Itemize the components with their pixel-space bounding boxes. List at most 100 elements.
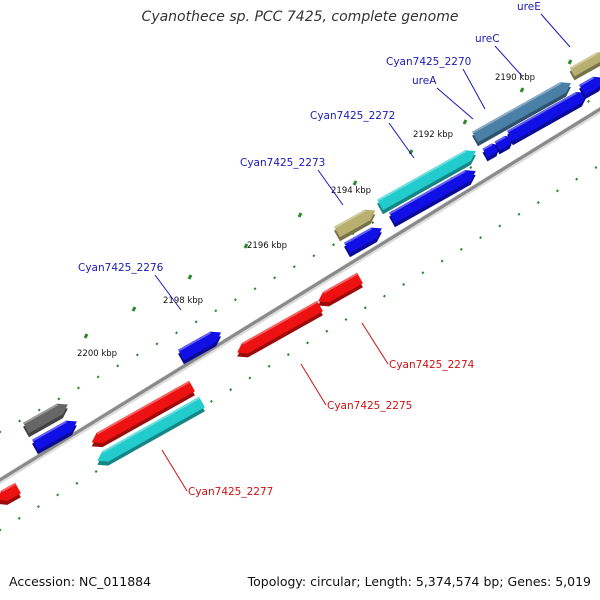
gene-Cyan7425_2272 bbox=[377, 150, 476, 215]
gene-red-left bbox=[0, 482, 21, 505]
tick-label: 2192 kbp bbox=[413, 130, 453, 140]
gene-gray-highlight bbox=[23, 403, 59, 425]
tick-mark bbox=[292, 265, 296, 269]
tick-mark bbox=[36, 505, 40, 509]
gene-ureA-highlight bbox=[482, 143, 493, 151]
tick-mark bbox=[248, 376, 252, 380]
gene-label: Cyan7425_2277 bbox=[188, 486, 273, 498]
gene-Cyan7425_2270-highlight bbox=[507, 92, 577, 133]
gene-extra-blue-top bbox=[579, 76, 600, 96]
gene-Cyan7425_2277 bbox=[97, 396, 205, 466]
leader-line bbox=[462, 68, 486, 110]
tick-mark bbox=[18, 419, 22, 423]
tick-mark bbox=[469, 166, 473, 170]
tick-mark bbox=[116, 364, 120, 368]
tick-mark bbox=[498, 224, 502, 228]
tick-mark bbox=[587, 99, 591, 103]
major-tick bbox=[297, 212, 303, 218]
tick-mark bbox=[75, 481, 79, 485]
tick-mark bbox=[56, 493, 60, 497]
tick-mark bbox=[479, 236, 483, 240]
tick-mark bbox=[459, 247, 463, 251]
tick-mark bbox=[575, 177, 579, 181]
tick-mark bbox=[214, 309, 218, 313]
accession-label: Accession: NC_011884 bbox=[9, 574, 152, 589]
gene-Cyan7425_2275-highlight bbox=[242, 300, 319, 345]
tick-mark bbox=[57, 397, 61, 401]
gene-Cyan7425_2274-top bbox=[318, 272, 363, 303]
tick-mark bbox=[0, 528, 2, 532]
tick-mark bbox=[194, 320, 198, 324]
gene-Cyan7425_2277-top bbox=[97, 396, 205, 462]
tick-mark bbox=[76, 386, 80, 390]
tick-label: 2194 kbp bbox=[331, 186, 371, 196]
tick-mark bbox=[175, 331, 179, 335]
tick-label: 2196 kbp bbox=[247, 241, 287, 251]
major-tick bbox=[462, 119, 468, 125]
leader-line bbox=[540, 13, 571, 48]
gene-small-blue-highlight bbox=[494, 135, 506, 144]
gene-extra-blue bbox=[579, 76, 600, 100]
leader-line bbox=[494, 45, 523, 77]
gene-Cyan7425_2273 bbox=[334, 209, 376, 242]
tick-mark bbox=[363, 306, 367, 310]
tick-mark bbox=[0, 430, 2, 434]
gene-blue-2273 bbox=[344, 227, 382, 258]
tick-mark bbox=[440, 259, 444, 263]
gene-label: Cyan7425_2276 bbox=[78, 262, 164, 274]
leader-line bbox=[361, 322, 389, 365]
gene-red-2277-top bbox=[91, 380, 195, 444]
tick-mark bbox=[37, 408, 41, 412]
gene-blue-2273-highlight bbox=[344, 227, 373, 245]
tick-mark bbox=[286, 353, 290, 357]
gene-ureC-highlight bbox=[472, 82, 562, 134]
gene-Cyan7425_2270 bbox=[507, 92, 587, 146]
gene-red-2277-highlight bbox=[96, 380, 191, 435]
gene-Cyan7425_2274 bbox=[318, 272, 363, 307]
tick-mark bbox=[517, 212, 521, 216]
tick-label: 2200 kbp bbox=[77, 349, 117, 359]
gene-label: Cyan7425_2272 bbox=[310, 110, 395, 122]
leader-line bbox=[317, 169, 344, 206]
gene-red-2277 bbox=[91, 380, 195, 448]
tick-mark bbox=[325, 329, 329, 333]
tick-mark bbox=[306, 341, 310, 345]
gene-blue-2272-highlight bbox=[389, 170, 466, 215]
tick-mark bbox=[382, 294, 386, 298]
gene-ureC-top bbox=[472, 82, 571, 143]
gene-red-left-top bbox=[0, 482, 21, 501]
major-tick bbox=[243, 243, 249, 249]
major-tick bbox=[131, 306, 137, 312]
gene-gray-top bbox=[23, 403, 68, 434]
gene-label: Cyan7425_2274 bbox=[389, 359, 475, 371]
tick-mark bbox=[555, 189, 559, 193]
gene-label: ureA bbox=[412, 75, 437, 87]
gene-label: ureE bbox=[517, 1, 541, 13]
gene-Cyan7425_2274-highlight bbox=[323, 272, 359, 294]
gene-red-left-highlight bbox=[1, 482, 17, 493]
tick-mark bbox=[209, 399, 213, 403]
gene-blue-left-top bbox=[32, 420, 77, 451]
tick-mark bbox=[371, 221, 375, 225]
tick-mark bbox=[94, 470, 98, 474]
tick-mark bbox=[421, 271, 425, 275]
gene-blue-2272-top bbox=[389, 170, 476, 224]
gene-small-blue bbox=[494, 135, 513, 155]
tick-mark bbox=[312, 254, 316, 258]
leader-line bbox=[161, 449, 188, 492]
gene-label: Cyan7425_2275 bbox=[327, 400, 412, 412]
gene-label: Cyan7425_2273 bbox=[240, 157, 325, 169]
tick-label: 2198 kbp bbox=[163, 296, 203, 306]
backbone bbox=[0, 107, 600, 482]
gene-Cyan7425_2275-top bbox=[237, 300, 323, 354]
tick-mark bbox=[344, 317, 348, 322]
topology-label: Topology: circular; Length: 5,374,574 bp… bbox=[247, 574, 591, 589]
tick-label: 2190 kbp bbox=[495, 73, 535, 83]
tick-mark bbox=[253, 287, 257, 291]
gene-Cyan7425_2272-top bbox=[377, 150, 476, 211]
leader-line bbox=[154, 274, 182, 311]
tick-mark bbox=[332, 243, 335, 247]
tick-mark bbox=[233, 298, 237, 302]
